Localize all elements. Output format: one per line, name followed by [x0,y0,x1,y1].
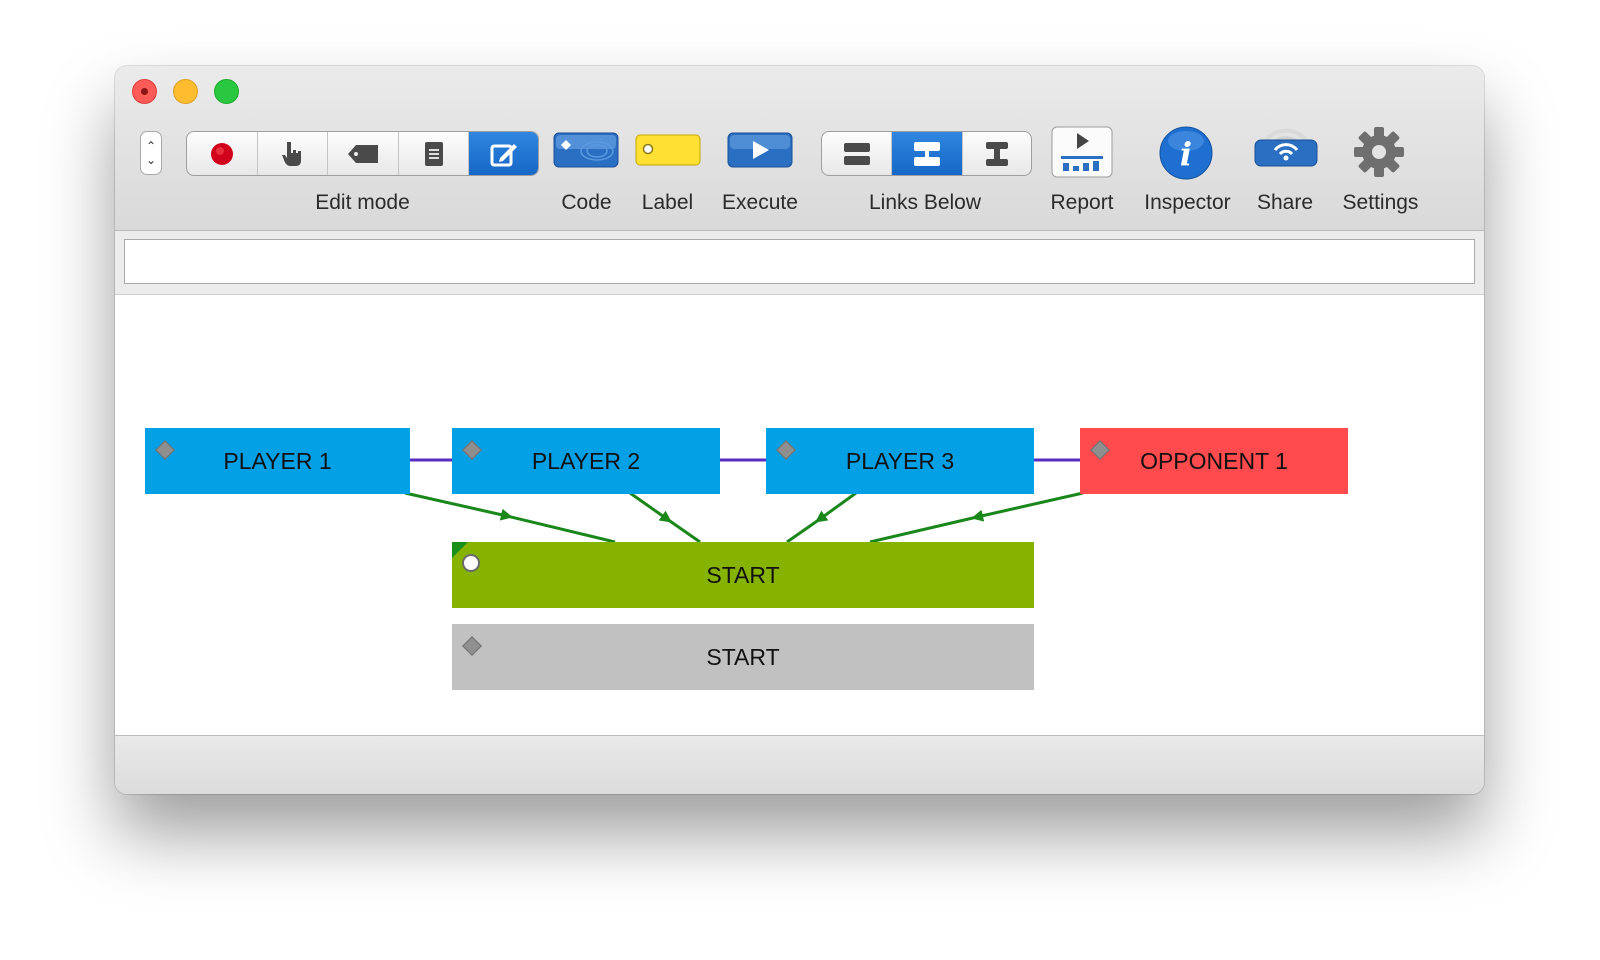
arrow-player2-start-tail [666,517,701,544]
links-layer [404,458,1084,544]
diamond-handle-icon[interactable] [462,636,482,656]
node-player-3[interactable]: PLAYER 3 [766,428,1034,494]
selection-corner-icon [452,542,468,558]
settings-label: Settings [1342,191,1419,214]
share-button[interactable] [1253,118,1319,181]
links-below-button[interactable] [892,132,963,175]
divider [115,294,1484,295]
arrow-opponent1-start [971,491,1084,522]
pointer-hand-icon [282,141,302,166]
circle-handle-icon[interactable] [462,554,480,572]
node-opponent-1[interactable]: OPPONENT 1 [1080,428,1348,494]
arrow-player3-start [815,491,857,523]
diamond-handle-icon[interactable] [155,440,175,460]
inspector-button[interactable]: i [1158,125,1214,186]
pointer-mode-button[interactable] [258,132,329,175]
node-start-inactive[interactable]: START [452,624,1034,690]
diamond-handle-icon[interactable] [462,440,482,460]
toolbar: ⌃ ⌄ [115,66,1484,231]
arrow-player1-start [404,491,513,521]
record-mode-button[interactable] [187,132,258,175]
execute-label: Execute [722,191,798,214]
node-label: START [706,643,780,670]
links-split-icon [985,141,1008,166]
diamond-handle-icon[interactable] [1090,440,1110,460]
links-below-icon [913,141,940,166]
play-icon [727,132,793,168]
edit-mode-label: Edit mode [315,191,410,214]
chevron-up-icon[interactable]: ⌃ [145,139,157,153]
execute-button[interactable] [727,132,793,173]
node-label: PLAYER 2 [531,447,641,474]
status-bar [115,736,1484,794]
arrow-opponent1-start-tail [869,515,978,544]
node-label: START [706,561,780,588]
label-block-icon [635,134,701,166]
links-above-button[interactable] [822,132,893,175]
mode-stepper[interactable]: ⌃ ⌄ [140,131,162,175]
links-layout-control[interactable] [821,131,1032,176]
report-button[interactable] [1051,126,1113,185]
code-block-icon [553,132,619,168]
tag-icon [347,144,378,163]
wifi-share-icon [1254,128,1318,167]
edit-mode-control[interactable] [186,131,539,176]
node-player-1[interactable]: PLAYER 1 [145,428,410,494]
label-button[interactable] [635,134,701,171]
flow-canvas[interactable]: PLAYER 1 PLAYER 2 PLAYER 3 OPPONENT 1 ST… [115,295,1484,736]
search-input[interactable] [124,239,1475,284]
links-split-button[interactable] [963,132,1031,175]
arrow-player1-start-tail [506,514,616,544]
edit-icon [490,143,517,166]
gear-icon [1354,127,1404,177]
code-label: Code [561,191,612,214]
report-label: Report [1050,191,1114,214]
links-below-label: Links Below [868,191,982,214]
info-icon: i [1159,126,1213,180]
document-mode-button[interactable] [399,132,470,175]
close-window-button[interactable] [132,79,157,104]
label-label: Label [641,191,694,214]
chevron-down-icon[interactable]: ⌄ [145,153,157,167]
svg-text:i: i [1180,135,1192,173]
node-player-2[interactable]: PLAYER 2 [452,428,720,494]
app-window: ⌃ ⌄ [115,66,1484,794]
settings-button[interactable] [1351,124,1407,185]
links-above-icon [843,142,870,165]
edit-mode-button[interactable] [469,132,538,175]
share-label: Share [1256,191,1314,214]
node-start-active[interactable]: START [452,542,1034,608]
minimize-window-button[interactable] [173,79,198,104]
report-icon [1051,126,1113,178]
code-button[interactable] [553,132,619,173]
node-label: PLAYER 3 [845,447,955,474]
inspector-label: Inspector [1144,191,1231,214]
node-label: OPPONENT 1 [1140,447,1288,474]
zoom-window-button[interactable] [214,79,239,104]
record-icon [210,142,233,165]
diamond-handle-icon[interactable] [776,440,796,460]
arrow-player2-start [629,491,672,523]
document-icon [424,141,443,166]
tag-mode-button[interactable] [328,132,399,175]
arrow-player3-start-tail [786,517,821,544]
node-label: PLAYER 1 [223,447,332,474]
